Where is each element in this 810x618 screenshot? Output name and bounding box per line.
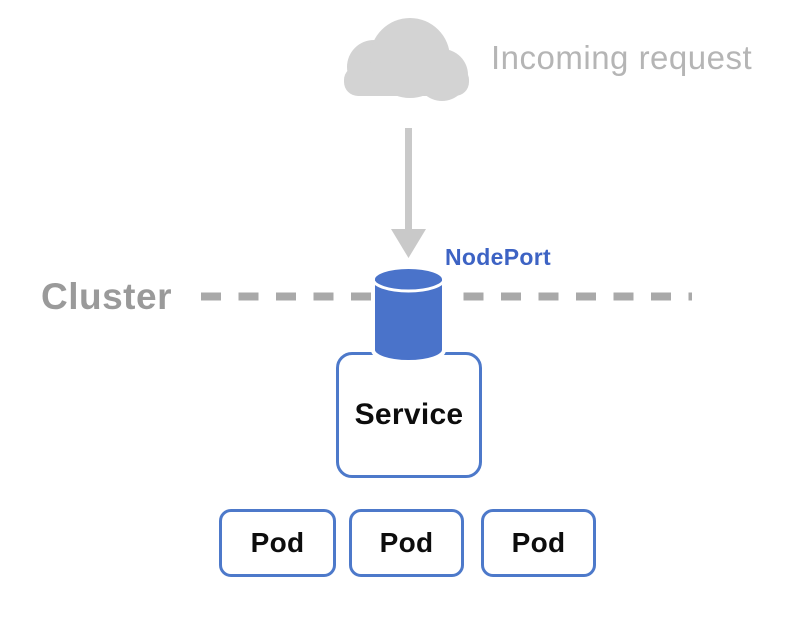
nodeport-cylinder-icon (371, 265, 446, 364)
pod-box-3: Pod (481, 509, 596, 577)
pod-box-2: Pod (349, 509, 464, 577)
cluster-label: Cluster (41, 276, 172, 317)
arrow-down-icon (391, 128, 426, 258)
pod-label-1: Pod (250, 527, 305, 558)
pod-label-2: Pod (379, 527, 434, 558)
pod-box-1: Pod (219, 509, 336, 577)
cloud-icon (344, 18, 469, 101)
incoming-request-label: Incoming request (491, 39, 753, 76)
service-box: Service (336, 352, 482, 478)
pod-label-3: Pod (511, 527, 566, 558)
nodeport-label: NodePort (445, 244, 551, 270)
service-label: Service (354, 398, 464, 431)
